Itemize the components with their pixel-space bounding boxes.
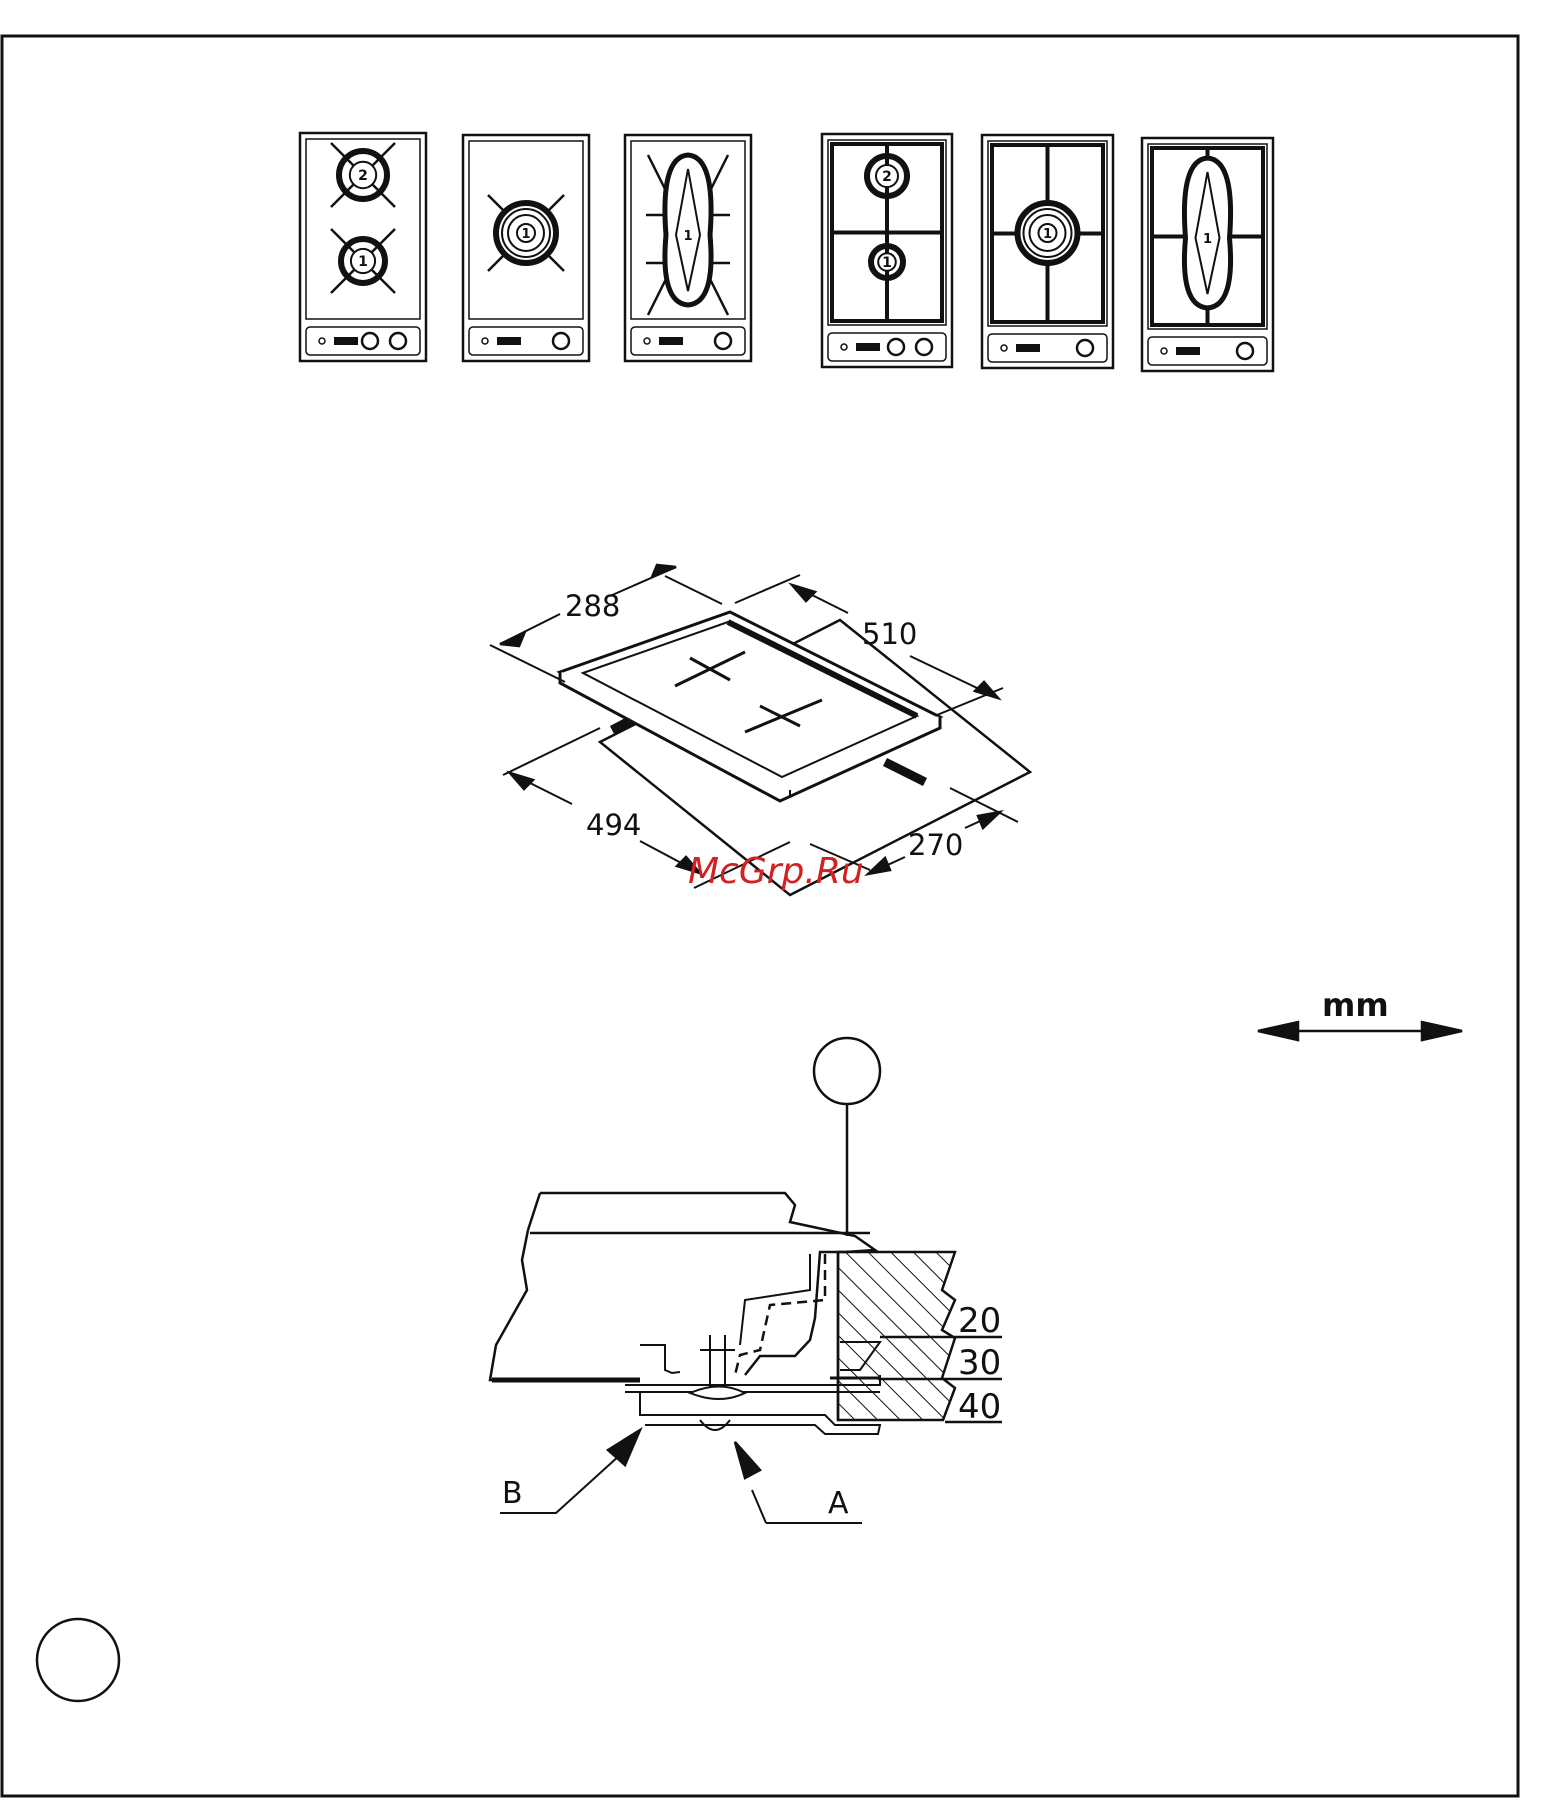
burner-label-2: 2 xyxy=(358,168,368,184)
dimension-510-label: 510 xyxy=(862,617,917,651)
hob-6: 1 xyxy=(1142,138,1273,371)
label-a: A xyxy=(828,1486,849,1521)
corner-callout-circle xyxy=(37,1619,119,1701)
hob-4: 21 xyxy=(822,134,952,367)
section-drawing xyxy=(490,1038,1002,1523)
label-b: B xyxy=(502,1476,523,1511)
burner-label-1: 1 xyxy=(882,255,892,271)
dimension-270-label: 270 xyxy=(908,828,963,862)
unit-label: mm xyxy=(1322,986,1389,1024)
thickness-label-40: 40 xyxy=(958,1387,1001,1427)
burner-label-1: 1 xyxy=(1203,232,1212,247)
burner-label-1: 1 xyxy=(1043,227,1052,242)
hob-2: 1 xyxy=(463,135,589,361)
unit-arrow xyxy=(1258,1022,1462,1040)
burner-label-2: 2 xyxy=(882,169,892,185)
dimension-288-label: 288 xyxy=(565,589,620,623)
page-border xyxy=(2,36,1518,1796)
burner-label-1: 1 xyxy=(521,227,530,242)
dimension-494-label: 494 xyxy=(586,808,641,842)
callout-circle xyxy=(814,1038,880,1104)
hob-5: 1 xyxy=(982,135,1113,368)
thickness-label-30: 30 xyxy=(958,1343,1001,1383)
thickness-label-20: 20 xyxy=(958,1301,1001,1341)
burner-label-1: 1 xyxy=(358,254,368,270)
hob-1: 21 xyxy=(300,133,426,361)
watermark-text: McGrp.Ru xyxy=(688,851,864,892)
burner-label-1: 1 xyxy=(683,229,692,244)
hob-3: 1 xyxy=(625,135,751,361)
